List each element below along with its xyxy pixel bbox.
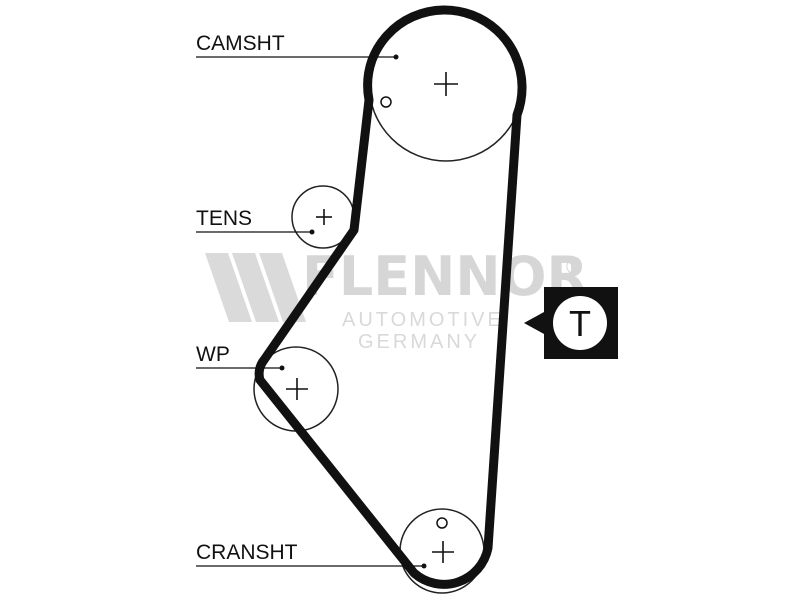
tensioner-center-cross [316,209,332,225]
watermark: FLENNOR ® AUTOMOTIVE GERMANY [205,245,588,353]
crankshaft-leader-dot [421,563,427,569]
watermark-line-2: GERMANY [358,331,480,353]
crankshaft-timing-mark [436,517,448,529]
camshaft-timing-mark [380,96,392,108]
watermark-logo-mark [205,253,306,322]
camshaft-label: CAMSHT [196,32,285,55]
watermark-line-1: AUTOMOTIVE [342,309,504,331]
tension-marker-letter: T [569,303,591,344]
tensioner-label: TENS [196,207,252,230]
tension-marker-circle [553,296,607,350]
water-pump-label: WP [196,343,230,366]
camshaft-center-cross [434,72,458,96]
crankshaft-center-cross [432,541,454,563]
crankshaft-label: CRANSHT [196,541,298,564]
tension-marker: T [524,287,618,359]
water-pump-leader-dot [279,365,285,371]
water-pump-center-cross [286,378,308,400]
watermark-brand: FLENNOR [302,245,588,308]
watermark-registered-mark: ® [566,254,582,279]
tensioner-leader-dot [309,229,315,235]
camshaft-leader-dot [393,54,399,60]
timing-belt [254,5,527,589]
